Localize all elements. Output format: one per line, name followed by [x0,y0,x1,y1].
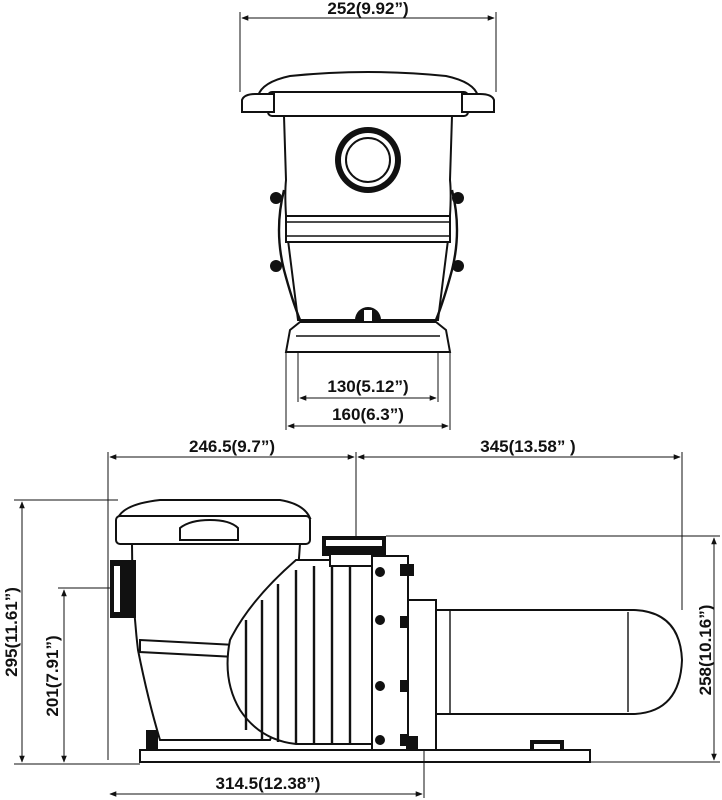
side-lid-handle [179,518,239,541]
front-base [284,321,452,353]
front-lid-rim [267,91,469,117]
front-view [241,71,495,353]
side-foot-bolt [406,736,418,750]
side-bolt [375,567,385,577]
side-bolt [375,615,385,625]
dim-base-inner-width: 130(5.12”) [327,377,408,396]
front-clamp-right [434,189,459,321]
side-volute-ribs [244,566,352,744]
side-bolt [400,564,414,576]
side-dimensions: 246.5(9.7”) 345(13.58” ) 295(11.61”) 201… [2,437,720,798]
dim-top-width: 252(9.92”) [327,0,408,18]
side-bolt [375,735,385,745]
side-flange [371,555,409,751]
front-lid-handle-left [241,93,275,113]
side-lid [116,499,312,519]
side-view [110,499,684,763]
front-dimensions: 252(9.92”) 130(5.12”) 160(6.3”) [239,0,497,430]
dim-base-outer-width: 160(6.3”) [332,405,404,424]
front-bolt [270,192,282,204]
dim-base-length: 314.5(12.38”) [216,774,321,793]
front-bolt [452,192,464,204]
dim-total-height: 295(11.61”) [2,587,21,677]
side-inlet-port [110,560,136,618]
front-bolt [452,260,464,272]
side-motor [435,609,684,715]
side-seal-plate [407,599,437,751]
front-lid [256,71,480,97]
front-lid-handle-right [461,93,495,113]
dim-outlet-to-rear: 345(13.58” ) [480,437,575,456]
dim-inlet-height: 201(7.91”) [43,635,62,716]
front-bolt [270,260,282,272]
dim-motor-height: 258(10.16”) [696,605,715,696]
side-bolt [375,681,385,691]
front-clamp-left [277,189,302,321]
front-band [285,215,451,243]
side-foot-bolt [146,730,158,750]
dim-front-to-outlet: 246.5(9.7”) [189,437,275,456]
side-base [139,749,591,763]
